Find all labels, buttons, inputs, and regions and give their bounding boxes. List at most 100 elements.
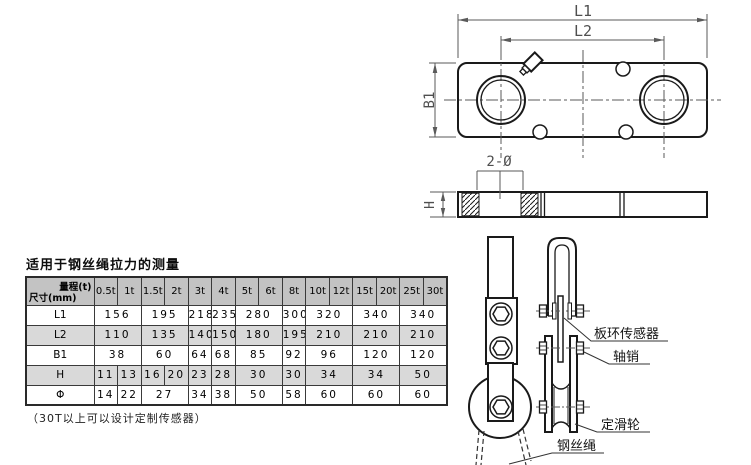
spec-cell: 60 (399, 384, 448, 406)
custom-sensor-footnote: （30T以上可以设计定制传感器） (27, 412, 207, 425)
range-column-header: 4t (211, 276, 236, 306)
range-column-header: 25t (399, 276, 424, 306)
notch (532, 124, 548, 140)
spec-cell: 235 (211, 304, 236, 326)
spec-cell: 38 (93, 344, 142, 366)
axle-pin-nut (575, 400, 585, 414)
notch (615, 61, 631, 77)
spec-cell: 13 (117, 364, 142, 386)
spec-cell: 195 (281, 324, 307, 346)
callout-pin: 轴销 (613, 350, 639, 365)
row-label-L1: L1 (25, 304, 95, 326)
table-corner-cell: 量程(t) 尺寸(mm) (25, 276, 95, 306)
spec-cell: 38 (211, 384, 236, 406)
spec-cell: 11 (93, 364, 119, 386)
dim-label-holes: 2-Ø (486, 154, 512, 170)
leader-line (583, 351, 650, 365)
side-view: H 2-Ø (423, 154, 708, 218)
spec-cell: 320 (305, 304, 354, 326)
spec-cell: 22 (117, 384, 142, 406)
range-column-header: 6t (258, 276, 283, 306)
spec-row-L1: L1156195218235280300320340340 (25, 304, 448, 326)
notch (618, 124, 634, 140)
range-column-header: 5t (234, 276, 260, 306)
spec-cell: 120 (399, 344, 448, 366)
leader-line (574, 423, 650, 433)
spec-cell: 60 (140, 344, 189, 366)
range-column-header: 0.5t (93, 276, 119, 306)
callout-labels: 板环传感器 轴销 定滑轮 钢丝绳 (508, 317, 668, 465)
row-label-B1: B1 (25, 344, 95, 366)
mounting-hole-right (639, 75, 689, 125)
axle-pin-nut (538, 341, 548, 355)
spec-cell: 50 (399, 364, 448, 386)
spec-cell: 30 (281, 364, 307, 386)
range-column-header: 20t (375, 276, 401, 306)
spec-cell: 68 (211, 344, 236, 366)
side-profile (457, 191, 708, 218)
spec-cell: 110 (93, 324, 142, 346)
dim-label-B1: B1 (422, 92, 438, 109)
callout-sensor: 板环传感器 (594, 326, 659, 342)
range-column-header: 2t (164, 276, 189, 306)
spec-cell: 218 (187, 304, 213, 326)
spec-cell: 140 (187, 324, 213, 346)
range-column-header: 8t (281, 276, 307, 306)
dimension-holes (476, 170, 524, 199)
spec-cell: 92 (281, 344, 307, 366)
spec-cell: 30 (234, 364, 283, 386)
spec-cell: 16 (140, 364, 166, 386)
range-column-header: 10t (305, 276, 330, 306)
spec-row-L2: L2110135140150180195210210210 (25, 324, 448, 346)
spec-cell: 300 (281, 304, 307, 326)
axle-pin-nut (575, 341, 585, 355)
axle-pin-nut (538, 400, 548, 414)
dimension-L1 (457, 14, 708, 58)
spec-cell: 180 (234, 324, 283, 346)
spec-cell: 14 (93, 384, 119, 406)
dim-label-L2: L2 (574, 22, 592, 40)
spec-cell: 96 (305, 344, 354, 366)
spec-cell: 150 (211, 324, 236, 346)
spec-cell: 64 (187, 344, 213, 366)
plan-view: L1 L2 B1 (422, 2, 721, 158)
spec-cell: 28 (211, 364, 236, 386)
axle-pin-nut (538, 304, 548, 318)
application-note: 适用于钢丝绳拉力的测量 (26, 258, 181, 273)
spec-cell: 195 (140, 304, 189, 326)
dimension-L2 (500, 36, 665, 56)
range-column-header: 12t (328, 276, 354, 306)
spec-cell: 156 (93, 304, 142, 326)
row-label-L2: L2 (25, 324, 95, 346)
spec-cell: 210 (305, 324, 354, 346)
assembly-front-view (468, 236, 532, 465)
spec-cell: 34 (187, 384, 213, 406)
row-label-phi: Φ (25, 384, 95, 406)
spec-cell: 20 (164, 364, 189, 386)
spec-cell: 340 (399, 304, 448, 326)
range-column-header: 1t (117, 276, 142, 306)
section-hatch (520, 192, 539, 217)
mounting-hole-left (476, 75, 526, 125)
dim-label-H: H (423, 201, 438, 209)
spec-cell: 60 (305, 384, 354, 406)
spec-cell: 60 (352, 384, 401, 406)
spec-cell: 27 (140, 384, 189, 406)
spec-cell: 210 (399, 324, 448, 346)
spec-cell: 34 (305, 364, 354, 386)
cable-gland (518, 51, 544, 77)
corner-label-size: 尺寸(mm) (29, 292, 77, 304)
callout-rope: 钢丝绳 (557, 439, 596, 454)
spec-cell: 85 (234, 344, 283, 366)
spec-cell: 50 (234, 384, 283, 406)
row-label-H: H (25, 364, 95, 386)
sensor-plate (557, 295, 564, 363)
range-column-header: 15t (352, 276, 377, 306)
spec-cell: 340 (352, 304, 401, 326)
